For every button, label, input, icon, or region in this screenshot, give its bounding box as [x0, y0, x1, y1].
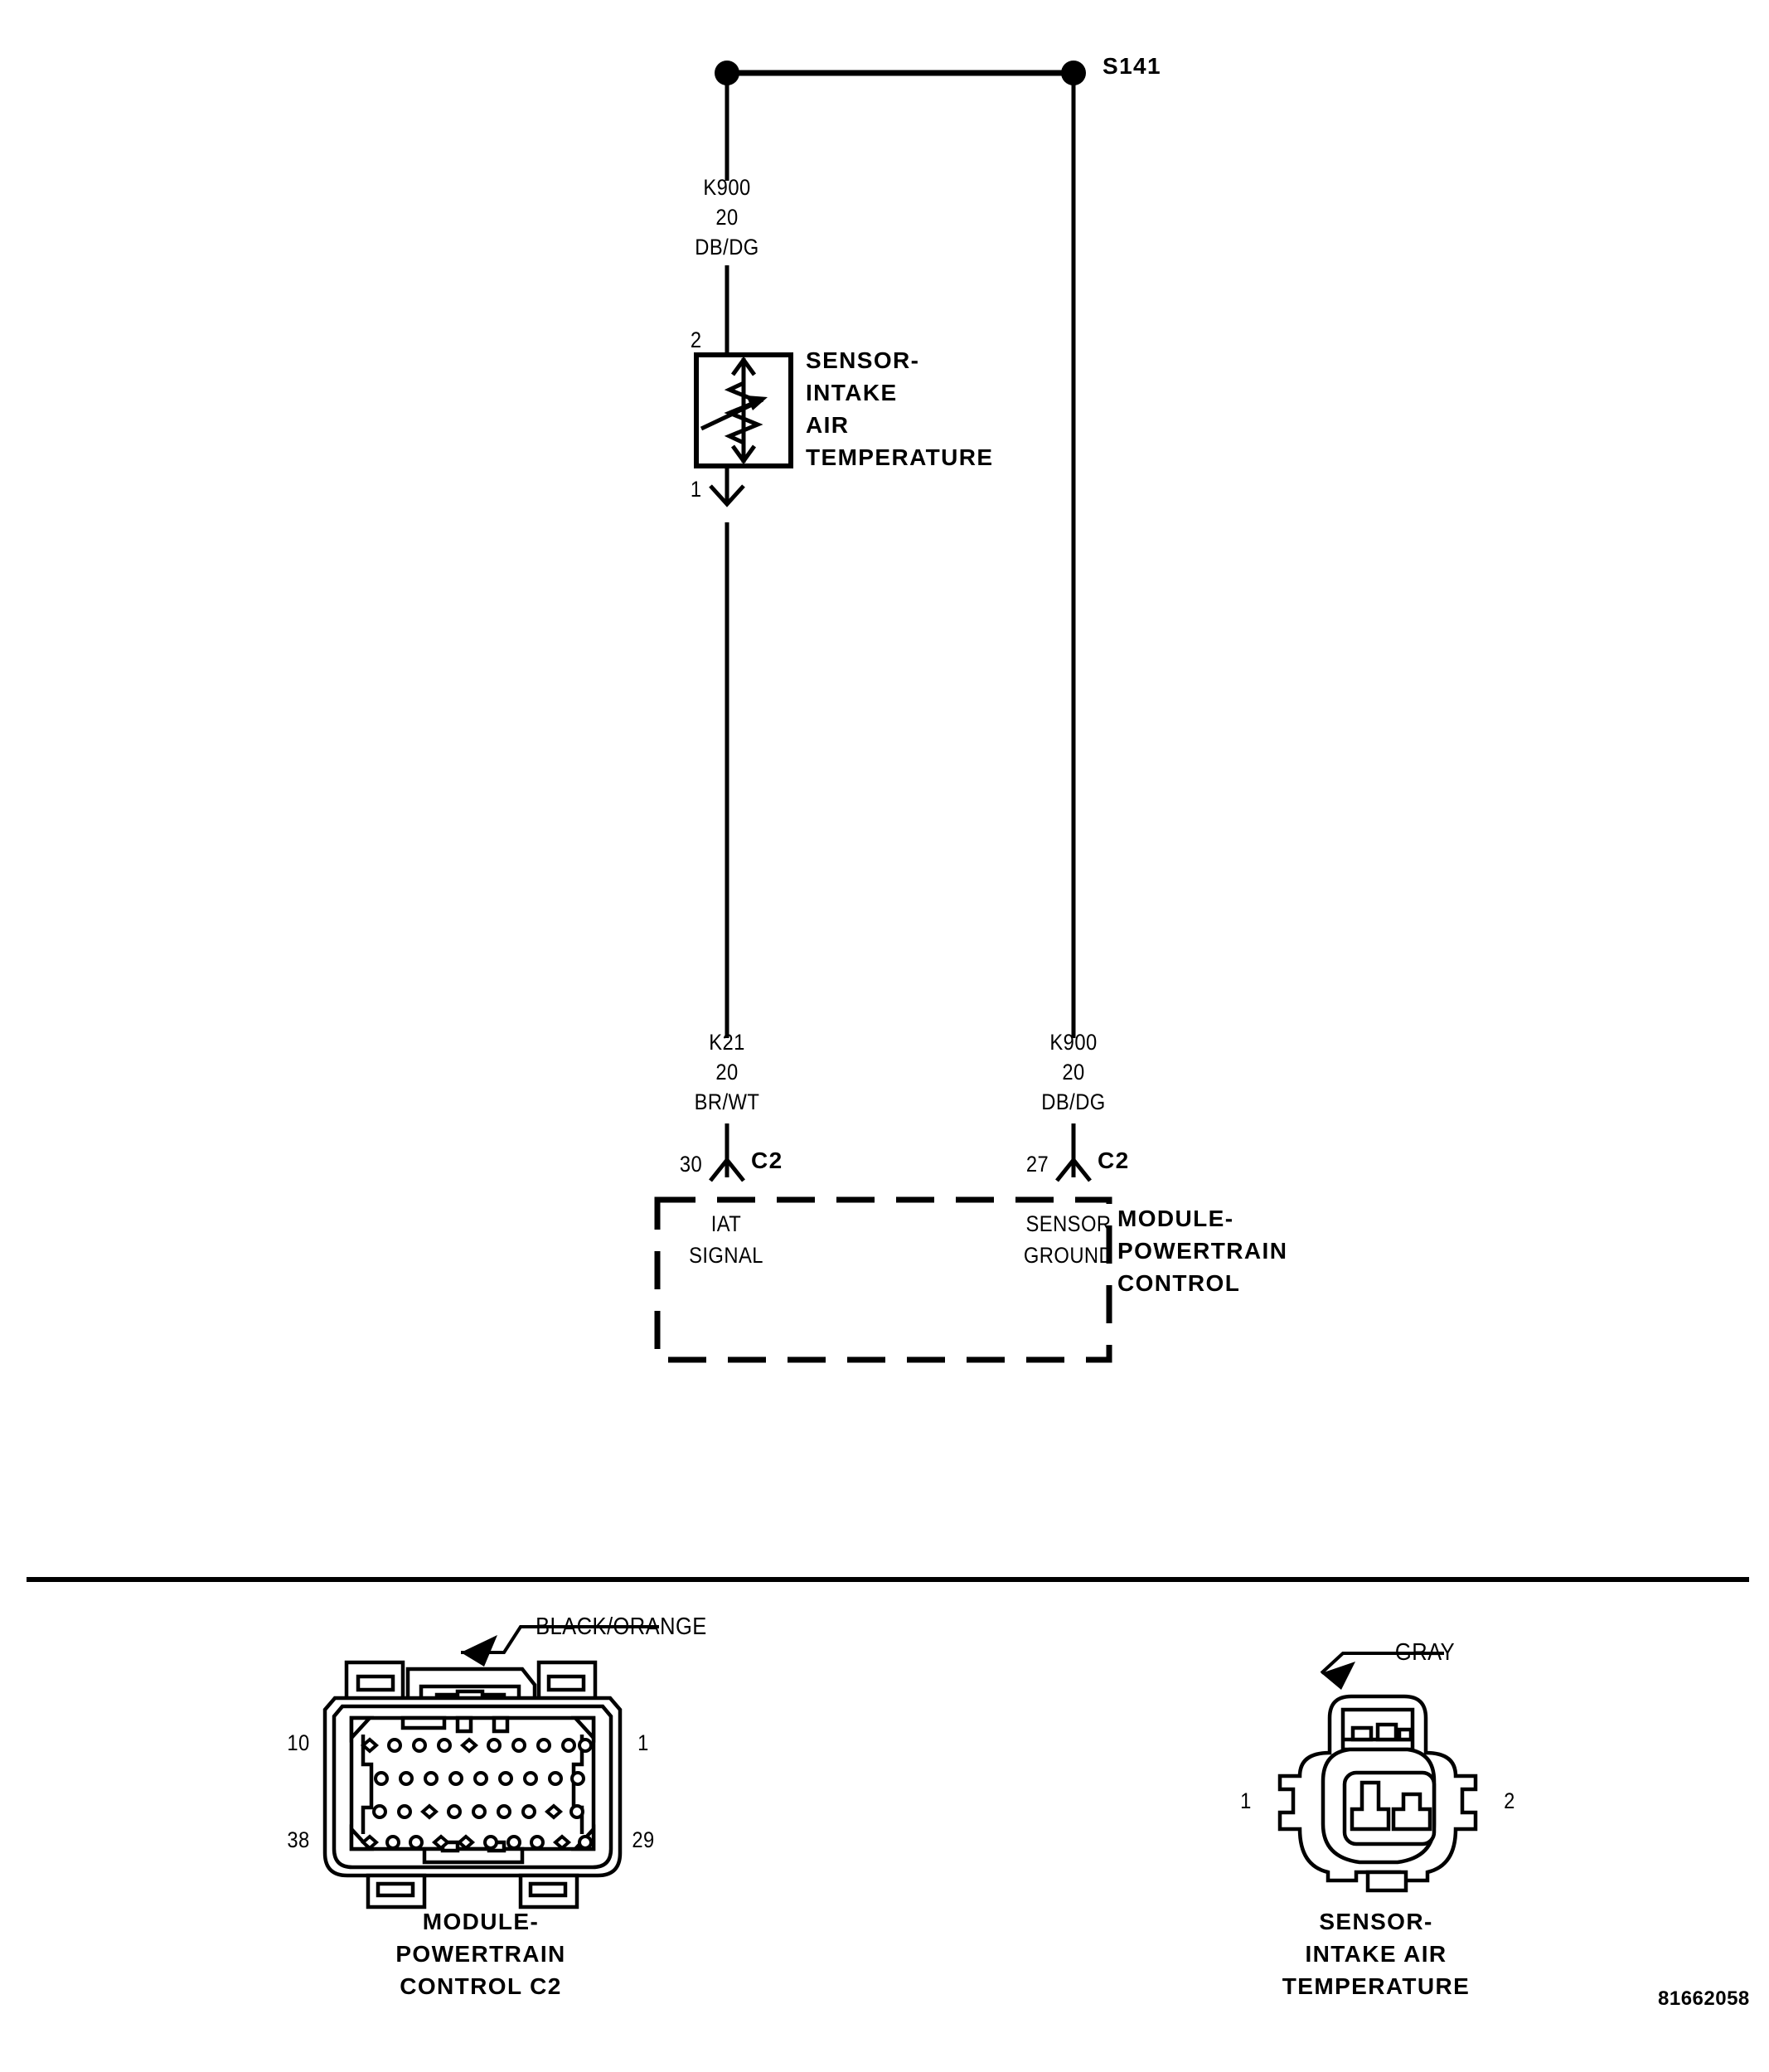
pcm-module-boundary	[654, 1196, 1112, 1363]
sensor-connector-callout: GRAY	[1394, 1639, 1456, 1666]
sensor-connector-caption-line-1: SENSOR-	[1319, 1909, 1433, 1934]
sensor-connector-pin-2-label: 2	[1504, 1788, 1515, 1813]
diagram-id-number: 81662058	[1658, 1987, 1750, 2010]
terminal-function-ground-line-2: GROUND	[1023, 1243, 1114, 1268]
sensor-name-line-4: TEMPERATURE	[806, 444, 994, 470]
sensor-name-line-3: AIR	[806, 412, 850, 438]
wire-label-k900-upper-circuit: K900	[703, 175, 751, 200]
wire-label-k900-upper-gauge: 20	[715, 205, 739, 230]
schematic-wires	[725, 70, 1076, 1177]
sensor-name-line-1: SENSOR-	[806, 347, 920, 373]
terminal-function-iat-line-2: SIGNAL	[689, 1243, 763, 1268]
pcm-connector-caption-line-2: POWERTRAIN	[395, 1941, 566, 1967]
iat-sensor-symbol	[694, 352, 793, 468]
wire-label-k21-circuit: K21	[709, 1030, 745, 1055]
wire-label-k900-upper-color: DB/DG	[695, 235, 759, 260]
wire-label-k900-lower-color: DB/DG	[1041, 1089, 1106, 1114]
connector-symbol-pin30	[709, 1123, 745, 1182]
connector-symbol-sensor-pin1	[709, 466, 745, 507]
splice-label-s141: S141	[1103, 53, 1161, 79]
pcm-connector-pin-10-label: 10	[287, 1730, 310, 1755]
connector-symbol-pin27	[1055, 1123, 1092, 1182]
pcm-c2-pin-cavities	[360, 1737, 593, 1851]
module-name-line-2: POWERTRAIN	[1117, 1238, 1288, 1264]
pcm-connector-caption-line-1: MODULE-	[422, 1909, 540, 1934]
pcm-connector-caption-line-3: CONTROL C2	[400, 1973, 562, 1999]
wire-label-k21-color: BR/WT	[694, 1089, 760, 1114]
terminal-function-iat-line-1: IAT	[710, 1211, 742, 1236]
wire-label-k900-lower-circuit: K900	[1049, 1030, 1098, 1055]
terminal-pin-27-connector: C2	[1098, 1148, 1130, 1173]
terminal-pin-30-number: 30	[679, 1152, 703, 1177]
terminal-pin-30-connector: C2	[751, 1148, 783, 1173]
splice-node-left	[715, 61, 739, 85]
module-name-line-1: MODULE-	[1117, 1206, 1234, 1231]
sensor-connector-caption-line-3: TEMPERATURE	[1282, 1973, 1471, 1999]
sensor-connector-caption-line-2: INTAKE AIR	[1305, 1941, 1447, 1967]
pcm-c2-connector-drawing	[322, 1625, 659, 1909]
pcm-connector-pin-1-label: 1	[637, 1730, 649, 1755]
terminal-function-ground-line-1: SENSOR	[1025, 1211, 1112, 1236]
pcm-connector-pin-38-label: 38	[287, 1827, 310, 1852]
wire-label-k900-lower-gauge: 20	[1062, 1060, 1085, 1085]
sensor-connector-pin-1-label: 1	[1240, 1788, 1252, 1813]
module-name-line-3: CONTROL	[1117, 1270, 1241, 1296]
sensor-pin-1-number: 1	[690, 477, 702, 502]
sensor-pin-2-number: 2	[690, 328, 702, 352]
pcm-connector-callout: BLACK/ORANGE	[536, 1613, 707, 1640]
wire-label-k21-gauge: 20	[715, 1060, 739, 1085]
junction-dots	[715, 61, 1086, 85]
pcm-connector-pin-29-label: 29	[632, 1827, 655, 1852]
splice-node-s141	[1061, 61, 1086, 85]
iat-sensor-connector-drawing	[1277, 1652, 1478, 1893]
terminal-pin-27-number: 27	[1025, 1152, 1049, 1177]
sensor-name-line-2: INTAKE	[806, 380, 898, 405]
